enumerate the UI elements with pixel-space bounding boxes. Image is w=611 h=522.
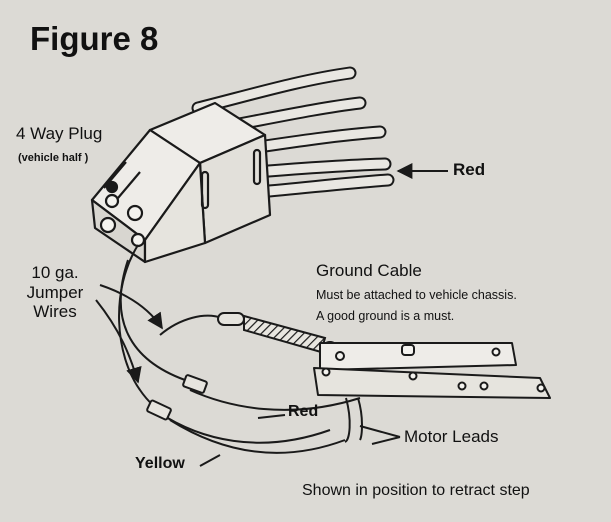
figure-title: Figure 8 (30, 20, 159, 57)
jumper-line-2: Jumper (26, 282, 84, 302)
bracket-icon (313, 342, 551, 443)
figure-caption: Shown in position to retract step (302, 482, 530, 499)
arrow-icon (95, 163, 448, 467)
jumper-line-3: Wires (33, 302, 77, 322)
ground-cable (159, 312, 339, 359)
red-lead-label: Red (288, 403, 319, 420)
yellow-lead-label: Yellow (135, 455, 185, 472)
ground-note-1: Must be attached to vehicle chassis. (316, 288, 517, 302)
plug-label: 4 Way Plug (16, 124, 103, 143)
plug-icon (90, 101, 272, 264)
jumper-wires-label: 10 ga. Jumper Wires (14, 263, 96, 322)
plug-sublabel: (vehicle half ) (18, 152, 89, 164)
red-wire-label: Red (453, 160, 486, 179)
ground-cable-label: Ground Cable (316, 261, 422, 280)
connector-icon (146, 374, 208, 421)
motor-leads-label: Motor Leads (404, 427, 499, 446)
jumper-line-1: 10 ga. (31, 263, 79, 282)
ground-note-2: A good ground is a must. (316, 309, 455, 323)
